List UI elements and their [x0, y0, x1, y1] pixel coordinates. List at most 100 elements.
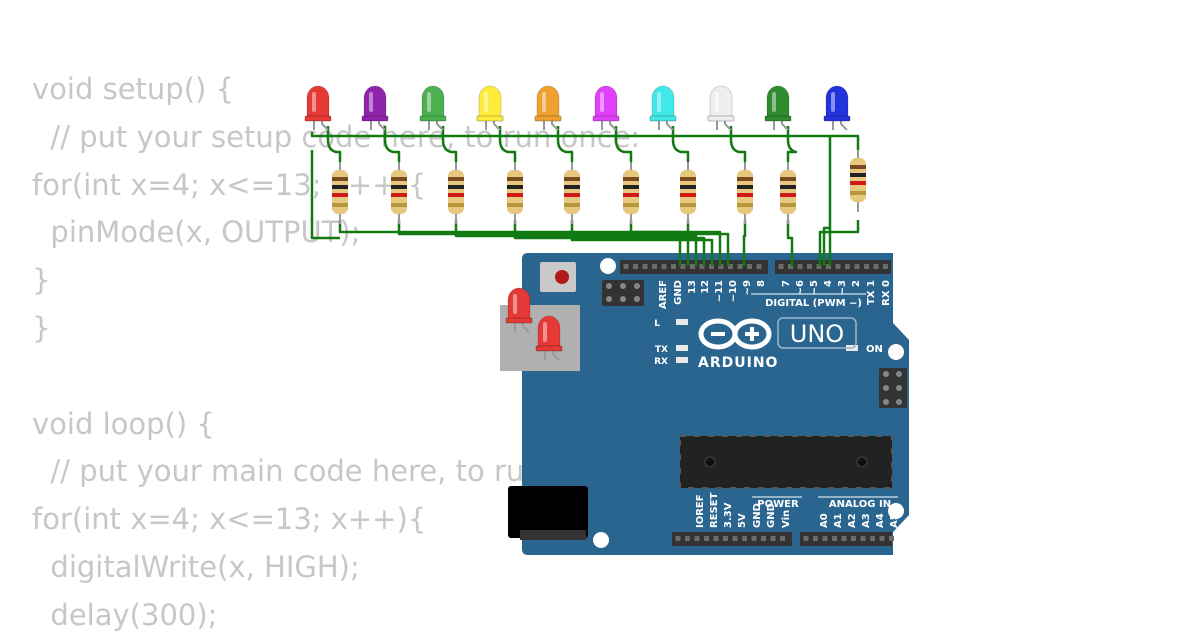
header-pin — [816, 264, 822, 269]
header-pin — [851, 536, 856, 541]
header-pin — [873, 264, 879, 269]
digital-pin-label: 4 — [823, 280, 834, 287]
header-pin — [889, 536, 894, 541]
header-pin — [835, 264, 841, 269]
digital-pin-label: 2 — [851, 280, 862, 287]
led[interactable] — [304, 85, 332, 131]
wire — [383, 126, 401, 162]
resistor[interactable] — [680, 162, 696, 224]
on-label: ON — [866, 344, 883, 355]
digital-pin-label: ~11 — [714, 280, 725, 302]
power-header[interactable] — [672, 532, 792, 546]
wire — [786, 220, 794, 266]
reset-button[interactable] — [540, 262, 576, 292]
header-pin — [826, 264, 831, 269]
analog-pin-label: A1 — [833, 513, 844, 528]
wire — [671, 126, 690, 162]
atmega-chip — [679, 435, 893, 489]
led[interactable] — [649, 85, 677, 131]
header-pin — [778, 264, 784, 269]
header-pin — [704, 536, 709, 541]
resistor[interactable] — [391, 162, 407, 224]
digital-pin-label: GND — [673, 280, 684, 305]
resistor[interactable] — [780, 162, 796, 224]
led[interactable] — [592, 85, 620, 131]
arduino-infinity-logo — [698, 318, 772, 350]
led[interactable] — [534, 85, 562, 131]
wire — [686, 220, 730, 266]
led[interactable] — [505, 287, 533, 333]
header-pin — [807, 264, 812, 269]
wire — [556, 126, 574, 162]
header-pin — [742, 536, 747, 541]
resistor[interactable] — [448, 162, 464, 224]
wire — [397, 220, 690, 266]
power-jack[interactable] — [508, 486, 588, 540]
led[interactable] — [535, 315, 563, 361]
wire — [513, 220, 706, 266]
analog-pin-label: A3 — [861, 513, 872, 528]
power-pin-label: IOREF — [695, 494, 706, 528]
led[interactable] — [764, 85, 792, 131]
arduino-uno-board[interactable]: L TX RX ON ARDUINO UNO DIGITAL (PWM ~) P… — [500, 253, 909, 555]
analog-pin-label: A5 — [889, 513, 900, 528]
mount-hole — [888, 503, 904, 519]
digital-header-right[interactable] — [775, 260, 891, 274]
resistor[interactable] — [564, 162, 580, 224]
led[interactable] — [419, 85, 447, 131]
header-pin — [797, 264, 803, 269]
rx-label: RX — [654, 357, 668, 367]
digital-pin-label: AREF — [658, 280, 669, 309]
code-line: digitalWrite(x, HIGH); — [32, 549, 360, 584]
uno-label: UNO — [790, 320, 844, 348]
header-pin — [661, 264, 667, 269]
power-label: POWER — [757, 499, 799, 510]
analog-pin-label: A4 — [875, 513, 886, 528]
resistor[interactable] — [332, 162, 348, 224]
analog-in-label: ANALOG IN — [829, 499, 891, 510]
header-pin — [770, 536, 776, 541]
wire — [729, 126, 747, 162]
header-pin — [623, 264, 629, 269]
led[interactable] — [361, 85, 389, 131]
header-pin — [864, 264, 869, 269]
header-pin — [732, 536, 738, 541]
digital-pin-label: 8 — [756, 280, 767, 287]
digital-pin-label: ~5 — [809, 280, 820, 295]
led[interactable] — [476, 85, 504, 131]
arduino-brand: ARDUINO — [698, 355, 778, 371]
resistor[interactable] — [737, 162, 753, 224]
header-pin — [883, 264, 888, 269]
resistor[interactable] — [850, 150, 866, 212]
icsp-header-right — [879, 368, 907, 408]
resistor[interactable] — [507, 162, 523, 224]
wire — [818, 220, 860, 266]
uno-badge — [777, 317, 857, 349]
wire — [614, 126, 633, 162]
wire — [498, 126, 517, 162]
header-pin — [675, 536, 681, 541]
l-indicator-led — [676, 319, 688, 325]
digital-pwm-label: DIGITAL (PWM ~) — [765, 298, 862, 309]
resistor[interactable] — [623, 162, 639, 224]
header-pin — [685, 536, 690, 541]
led[interactable] — [823, 85, 851, 131]
wire — [310, 150, 340, 240]
l-label: L — [654, 319, 660, 329]
digital-pin-label: ~6 — [795, 280, 806, 295]
header-pin — [671, 264, 676, 269]
header-pin — [761, 536, 766, 541]
wire — [786, 126, 798, 162]
power-pin-label: 5V — [737, 513, 748, 528]
digital-pin-label: 13 — [687, 280, 698, 294]
header-pin — [803, 536, 809, 541]
header-pin — [832, 536, 837, 541]
led[interactable] — [707, 85, 735, 131]
power-pin-label: GND — [752, 503, 763, 528]
digital-pin-label: 7 — [781, 280, 792, 287]
wire — [629, 220, 722, 266]
mount-hole — [600, 258, 616, 274]
digital-pin-label: RX 0 — [881, 280, 892, 306]
digital-pin-label: ~9 — [742, 280, 753, 295]
analog-pin-label: A2 — [847, 513, 858, 528]
